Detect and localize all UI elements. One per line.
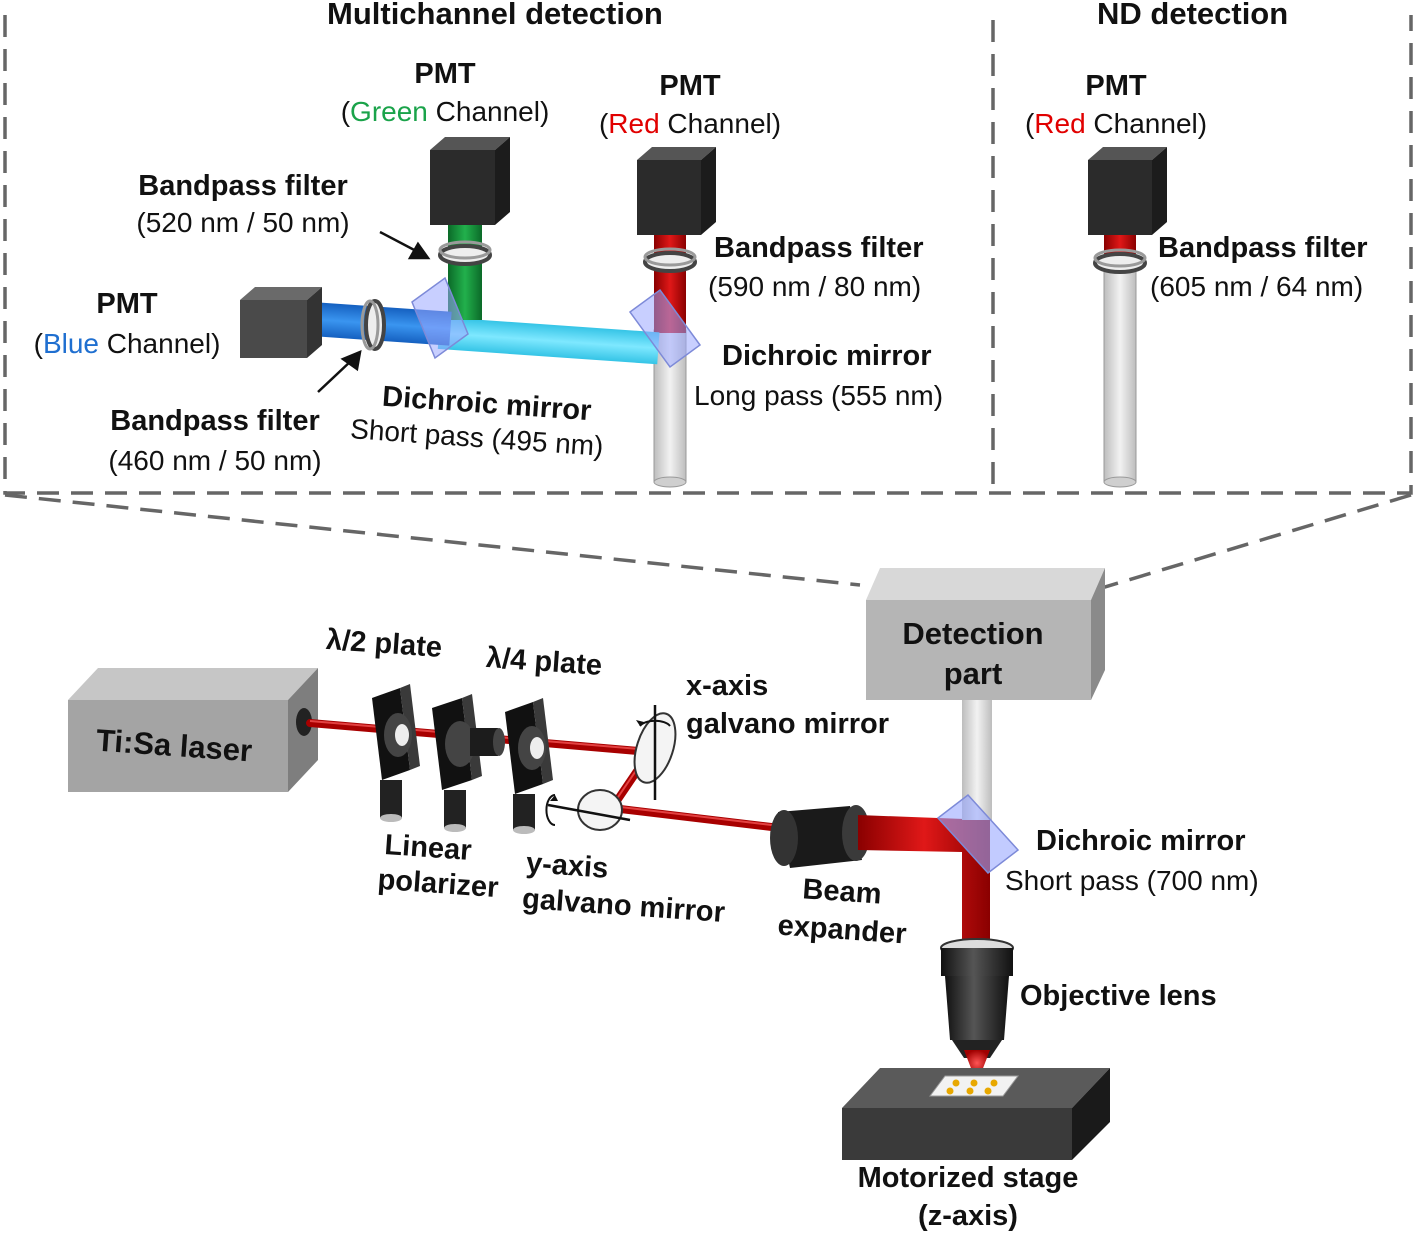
pmt-red-nd-box bbox=[1088, 147, 1167, 235]
section-multichannel-title: Multichannel detection bbox=[315, 0, 675, 32]
pmt-red-multi-title: PMT bbox=[659, 70, 721, 102]
pmt-green-channel: (Green Channel) bbox=[340, 96, 550, 127]
pmt-red-nd-title: PMT bbox=[1085, 70, 1147, 102]
pmt-green-title: PMT bbox=[414, 58, 476, 90]
arrow-bp-blue bbox=[317, 349, 362, 393]
motorized-stage bbox=[842, 1068, 1110, 1160]
expanded-beam bbox=[858, 815, 990, 956]
detection-part-label-line1: Detection bbox=[902, 616, 1044, 651]
filter-ring-blue bbox=[360, 299, 386, 351]
pmt-blue-title: PMT bbox=[96, 288, 158, 320]
cyan-beam bbox=[437, 316, 660, 365]
bp-red-spec: (590 nm / 80 nm) bbox=[708, 271, 922, 302]
dichroic-short-495 bbox=[411, 276, 469, 360]
x-galvo-mirror bbox=[633, 705, 677, 800]
laser-box bbox=[68, 668, 318, 792]
arrow-bp-green bbox=[379, 230, 431, 260]
objective-lens bbox=[940, 938, 1014, 1076]
filter-ring-green bbox=[438, 240, 492, 266]
half-wave-plate-mount bbox=[372, 684, 420, 822]
dm-main-spec: Short pass (700 nm) bbox=[1005, 865, 1259, 896]
dm-long-title: Dichroic mirror bbox=[722, 340, 932, 372]
detection-part-box bbox=[866, 568, 1105, 700]
detection-part-label-line2: part bbox=[943, 656, 1003, 691]
bp-green-spec: (520 nm / 50 nm) bbox=[136, 207, 350, 238]
beam-expander bbox=[770, 805, 870, 868]
dm-main-title: Dichroic mirror bbox=[1036, 825, 1246, 857]
dichroic-short-700 bbox=[936, 793, 1020, 875]
beam-expander-label-line1: Beam bbox=[801, 873, 883, 911]
x-galvo-label-line1: x-axis bbox=[686, 670, 769, 702]
quarter-wave-plate-mount bbox=[505, 698, 553, 834]
stage-label-line1: Motorized stage bbox=[857, 1162, 1079, 1194]
bp-nd-title: Bandpass filter bbox=[1158, 232, 1368, 264]
objective-label: Objective lens bbox=[1020, 980, 1217, 1012]
y-galvo-label-line1: y-axis bbox=[525, 847, 610, 885]
filter-ring-nd bbox=[1093, 248, 1147, 274]
x-galvo-label-line2: galvano mirror bbox=[686, 708, 890, 740]
detection-frame bbox=[3, 15, 1413, 592]
pmt-red-multi-channel: (Red Channel) bbox=[598, 108, 782, 139]
bp-blue-title: Bandpass filter bbox=[110, 405, 320, 437]
polarizer-label-line1: Linear bbox=[383, 829, 473, 867]
pmt-green-box bbox=[430, 137, 510, 225]
pmt-blue-box bbox=[240, 287, 322, 358]
dichroic-long-555 bbox=[628, 288, 702, 369]
grey-beam-nd bbox=[1103, 254, 1137, 483]
bp-nd-spec: (605 nm / 64 nm) bbox=[1150, 271, 1364, 302]
filter-ring-red-multi bbox=[643, 247, 697, 273]
bp-red-title: Bandpass filter bbox=[714, 232, 924, 264]
section-nd-title: ND detection bbox=[1085, 0, 1301, 32]
stage-label-line2: (z-axis) bbox=[918, 1200, 1018, 1232]
linear-polarizer-mount bbox=[432, 694, 505, 832]
y-galvo-mirror bbox=[545, 789, 631, 831]
pmt-red-multi-box bbox=[637, 147, 716, 235]
bp-green-title: Bandpass filter bbox=[138, 170, 348, 202]
dm-long-spec: Long pass (555 nm) bbox=[694, 380, 944, 411]
pmt-blue-channel: (Blue Channel) bbox=[33, 328, 221, 359]
bp-blue-spec: (460 nm / 50 nm) bbox=[108, 445, 322, 476]
pmt-red-nd-channel: (Red Channel) bbox=[1024, 108, 1208, 139]
